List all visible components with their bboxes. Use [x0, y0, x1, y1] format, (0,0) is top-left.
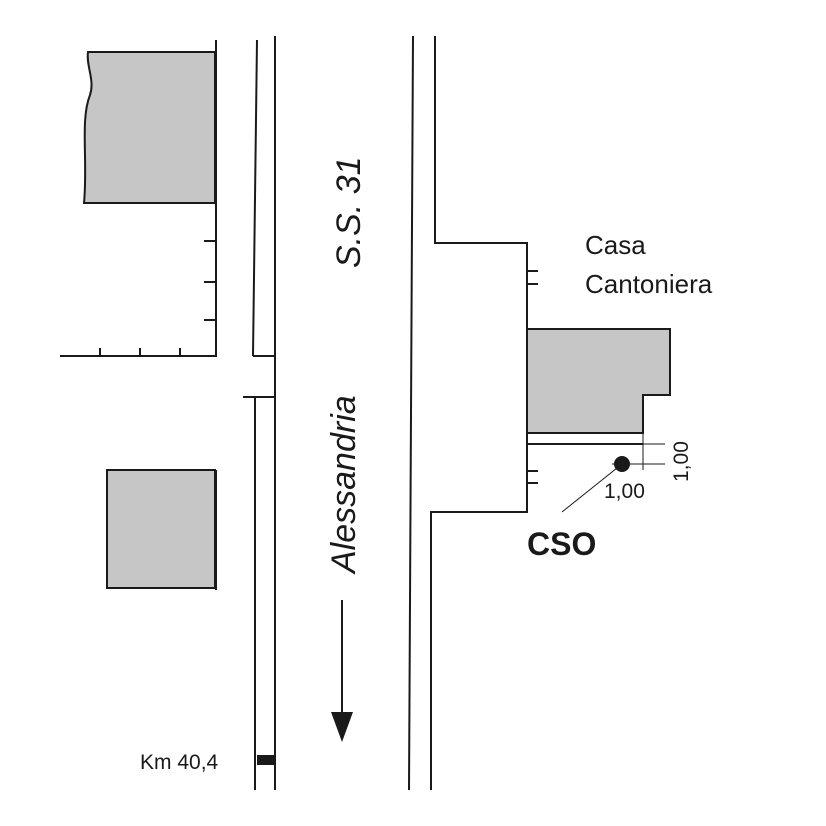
- cso-leader-line: [561, 463, 623, 513]
- casa-label-line2: Cantoniera: [585, 269, 713, 299]
- side-road-connector: [243, 355, 276, 398]
- dimension-label-x: 1,00: [604, 480, 645, 503]
- direction-label: Alessandria: [325, 395, 363, 575]
- building-bottom-left: [106, 469, 216, 589]
- cso-point-marker: [614, 456, 630, 472]
- left-sidewalk-line: [252, 39, 258, 357]
- casa-label-line1: Casa: [585, 230, 646, 260]
- left-side-road-upper: [60, 40, 217, 357]
- km-label: Km 40,4: [140, 751, 219, 774]
- km-marker: [257, 755, 276, 765]
- right-sidewalk-outline: [430, 36, 528, 790]
- right-road-edge: [408, 35, 414, 791]
- building-top-left: [82, 51, 216, 204]
- road-name-label: S.S. 31: [330, 156, 368, 268]
- cso-label: CSO: [527, 526, 596, 562]
- building-casa-cantoniera: [526, 328, 671, 434]
- direction-arrow-head: [331, 712, 353, 742]
- dimension-label-y: 1,00: [670, 441, 693, 482]
